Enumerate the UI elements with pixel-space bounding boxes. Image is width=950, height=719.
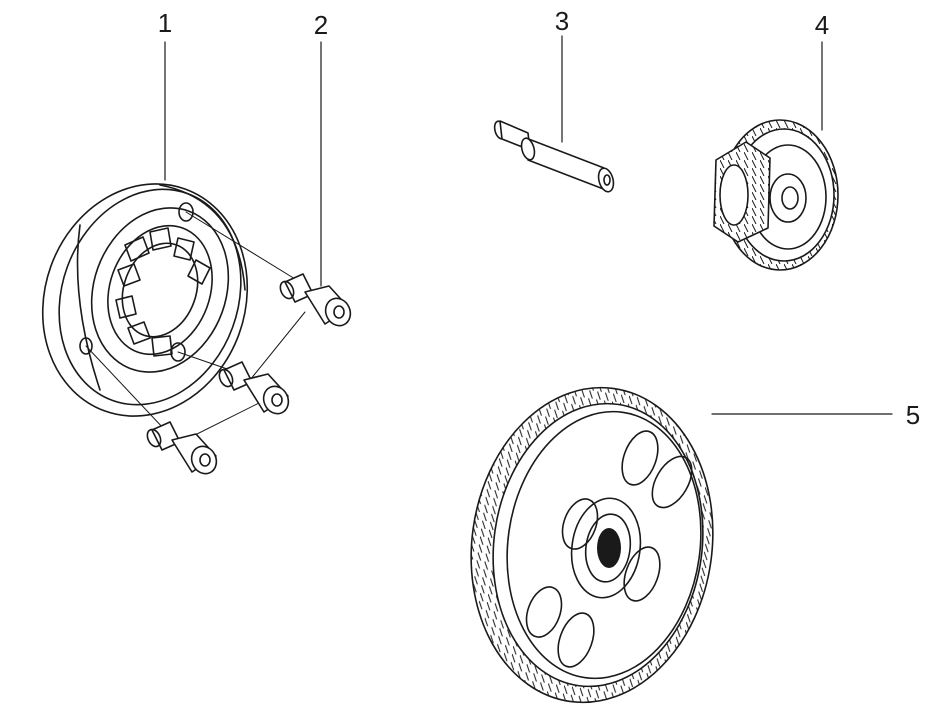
part-2-bolt-upper xyxy=(278,274,355,330)
part-2-bolt-lower xyxy=(145,422,221,478)
leader-lines xyxy=(164,35,893,415)
bolt-alignment-lines xyxy=(85,211,306,441)
part-5-large-gear xyxy=(451,372,733,718)
part-1-clutch-housing xyxy=(11,155,280,445)
callout-3: 3 xyxy=(554,6,570,36)
callout-2: 2 xyxy=(313,10,329,40)
callout-4: 4 xyxy=(814,10,830,40)
part-2-bolt-middle xyxy=(217,362,293,418)
part-3-shaft xyxy=(493,120,616,193)
callout-5: 5 xyxy=(905,400,921,430)
part-4-idler-gear xyxy=(714,120,838,270)
callout-1: 1 xyxy=(157,8,173,38)
